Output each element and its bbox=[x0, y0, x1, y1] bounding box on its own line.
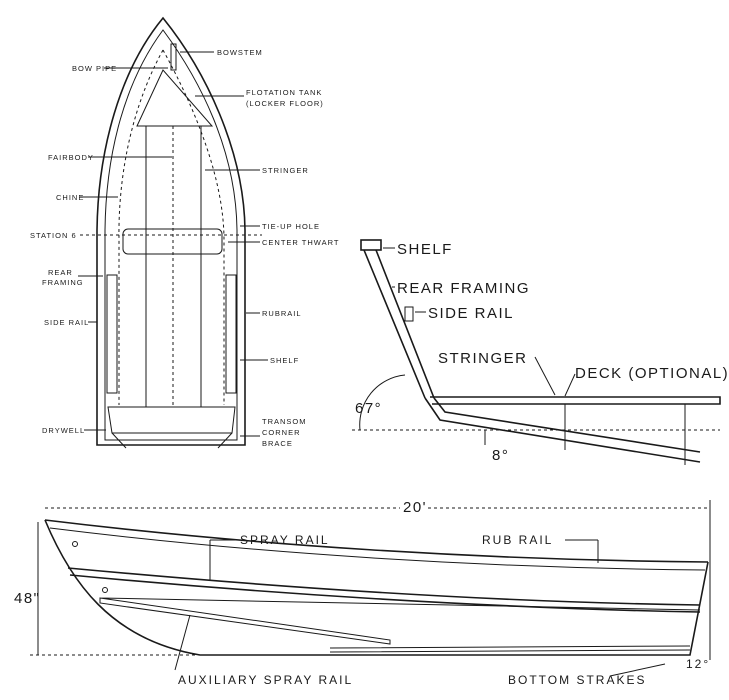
label-bow-pipe: BOW PIPE bbox=[72, 64, 117, 73]
hull-profile bbox=[44, 519, 709, 656]
center-thwart bbox=[122, 228, 223, 255]
bottom-strakes bbox=[329, 645, 691, 653]
hull-outline bbox=[96, 16, 246, 446]
label-bottom-strakes: BOTTOM STRAKES bbox=[508, 673, 646, 687]
label-section-stringer: STRINGER bbox=[438, 350, 528, 367]
label-brace: BRACE bbox=[262, 439, 293, 448]
auxiliary-spray-rail bbox=[99, 597, 701, 645]
label-angle-12: 12° bbox=[686, 657, 710, 671]
label-rub-rail: RUB RAIL bbox=[482, 533, 553, 547]
label-stringer: STRINGER bbox=[262, 166, 309, 175]
label-length: 20' bbox=[403, 499, 427, 516]
inner-gunwale bbox=[104, 29, 238, 441]
label-bowstem: BOWSTEM bbox=[217, 48, 263, 57]
drywell bbox=[107, 406, 236, 434]
deck bbox=[430, 396, 721, 405]
leader-lines bbox=[78, 51, 268, 437]
bottom bbox=[424, 397, 701, 463]
rub-rail bbox=[49, 527, 706, 571]
side-frame bbox=[363, 249, 435, 399]
label-drywell: DRYWELL bbox=[42, 426, 85, 435]
label-section-deck: DECK (OPTIONAL) bbox=[575, 365, 729, 382]
transom-corner-braces bbox=[111, 432, 233, 449]
label-section-rear-framing: REAR FRAMING bbox=[397, 280, 530, 297]
label-station-6: STATION 6 bbox=[30, 231, 77, 240]
label-side-rail: SIDE RAIL bbox=[44, 318, 89, 327]
label-locker-floor: (LOCKER FLOOR) bbox=[246, 99, 324, 108]
side-rail-block bbox=[404, 306, 414, 322]
shelf-block bbox=[360, 239, 382, 251]
label-chine: CHINE bbox=[56, 193, 84, 202]
label-height: 48" bbox=[14, 590, 41, 607]
label-shelf: SHELF bbox=[270, 356, 299, 365]
section-leaders bbox=[383, 247, 576, 397]
label-angle-67: 67° bbox=[355, 400, 382, 417]
label-tie-up-hole: TIE-UP HOLE bbox=[262, 222, 320, 231]
label-auxiliary-spray-rail: AUXILIARY SPRAY RAIL bbox=[178, 673, 353, 687]
label-angle-8: 8° bbox=[492, 447, 509, 464]
drain-hole bbox=[102, 587, 108, 593]
chine-line bbox=[118, 49, 225, 405]
flotation-tank bbox=[136, 69, 214, 127]
label-center-thwart: CENTER THWART bbox=[262, 238, 339, 247]
label-rear: REAR bbox=[48, 268, 73, 277]
side-rail-left bbox=[106, 274, 118, 394]
section-view: SHELF REAR FRAMING SIDE RAIL STRINGER DE… bbox=[352, 239, 729, 465]
label-fairbody: FAIRBODY bbox=[48, 153, 94, 162]
label-rubrail: RUBRAIL bbox=[262, 309, 302, 318]
profile-view: 20' 48" SPRAY RAIL RUB RAIL AUXILIARY SP… bbox=[14, 499, 711, 687]
plan-view: BOWSTEM BOW PIPE FLOTATION TANK (LOCKER … bbox=[30, 16, 339, 449]
side-rail-right bbox=[225, 274, 237, 394]
label-flotation-tank: FLOTATION TANK bbox=[246, 88, 322, 97]
profile-leaders bbox=[174, 539, 666, 677]
label-spray-rail: SPRAY RAIL bbox=[240, 533, 330, 547]
label-transom: TRANSOM bbox=[262, 417, 307, 426]
label-framing: FRAMING bbox=[42, 278, 84, 287]
label-section-shelf: SHELF bbox=[397, 241, 453, 258]
label-section-side-rail: SIDE RAIL bbox=[428, 305, 514, 322]
tie-up-hole bbox=[72, 541, 78, 547]
bowstem bbox=[170, 43, 177, 71]
angle-67-arc bbox=[359, 374, 406, 431]
spray-rail bbox=[67, 567, 701, 613]
label-corner: CORNER bbox=[262, 428, 301, 437]
sheer-line bbox=[44, 519, 709, 563]
